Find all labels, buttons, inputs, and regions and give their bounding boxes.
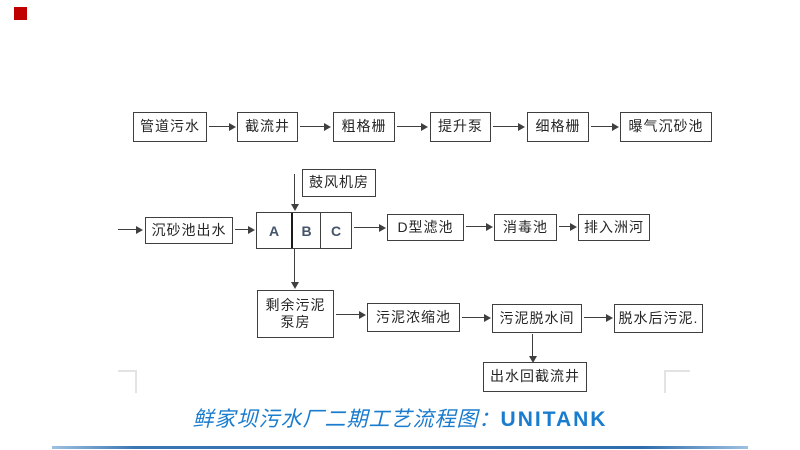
arrow-dewater-to-sludge: [584, 317, 606, 319]
node-aerated-grit: 曝气沉砂池: [620, 112, 712, 142]
arrow-inflow: [118, 229, 136, 231]
caption-unitank-text: UNITANK: [500, 408, 608, 431]
arrow-effluent-to-unitank: [235, 229, 248, 231]
right-corner-mark-top: [664, 370, 690, 372]
node-effluent-return: 出水回截流井: [483, 362, 587, 392]
unitank-cell-b: B: [291, 213, 320, 248]
node-discharge-river: 排入洲河: [578, 214, 650, 241]
arrow-well-to-coarse: [300, 126, 324, 128]
arrow-pump-to-thickener: [336, 314, 359, 316]
bottom-accent-rule: [52, 446, 748, 449]
node-grit-effluent: 沉砂池出水: [145, 217, 233, 244]
node-lift-pump: 提升泵: [430, 112, 491, 142]
node-d-filter: D型滤池: [387, 214, 464, 241]
node-intercept-well: 截流井: [237, 112, 298, 142]
red-square-marker: [14, 7, 27, 20]
node-sludge-thickener: 污泥浓缩池: [367, 303, 460, 332]
arrow-coarse-to-pump: [397, 126, 421, 128]
node-sludge-dewater: 污泥脱水间: [492, 304, 582, 333]
arrow-dewater-to-return: [532, 334, 534, 356]
right-corner-mark-side: [664, 370, 666, 393]
node-fine-screen: 细格栅: [527, 112, 589, 142]
arrow-thickener-to-dewater: [462, 317, 484, 319]
node-unitank-abc: A B C: [256, 212, 352, 249]
node-dewatered-sludge: 脱水后污泥.: [614, 304, 703, 333]
surplus-pump-line1: 剩余污泥: [265, 296, 326, 313]
unitank-cell-a: A: [268, 222, 280, 239]
caption-chinese-text: 鲜家坝污水厂二期工艺流程图：: [192, 407, 501, 431]
arrow-pipe-to-well: [209, 126, 229, 128]
node-coarse-screen: 粗格栅: [333, 112, 395, 142]
arrow-unitank-to-sludge-pump: [294, 249, 296, 282]
arrow-unitank-to-filter: [354, 227, 379, 229]
node-blower-room: 鼓风机房: [302, 169, 376, 197]
left-corner-mark-side: [135, 370, 137, 393]
arrow-disinfect-to-river: [559, 226, 570, 228]
node-pipe-sewage: 管道污水: [133, 112, 207, 142]
arrow-filter-to-disinfect: [466, 226, 486, 228]
node-disinfect-tank: 消毒池: [494, 214, 557, 241]
arrow-fine-to-grit: [591, 126, 612, 128]
arrow-pump-to-fine: [493, 126, 518, 128]
slide-caption: 鲜家坝污水厂二期工艺流程图：UNITANK: [0, 403, 800, 433]
arrow-blower-to-unitank: [294, 174, 296, 204]
unitank-cell-c: C: [320, 213, 351, 248]
left-corner-mark-top: [118, 370, 137, 372]
node-surplus-sludge-pump: 剩余污泥 泵房: [257, 290, 334, 338]
surplus-pump-line2: 泵房: [280, 314, 311, 330]
